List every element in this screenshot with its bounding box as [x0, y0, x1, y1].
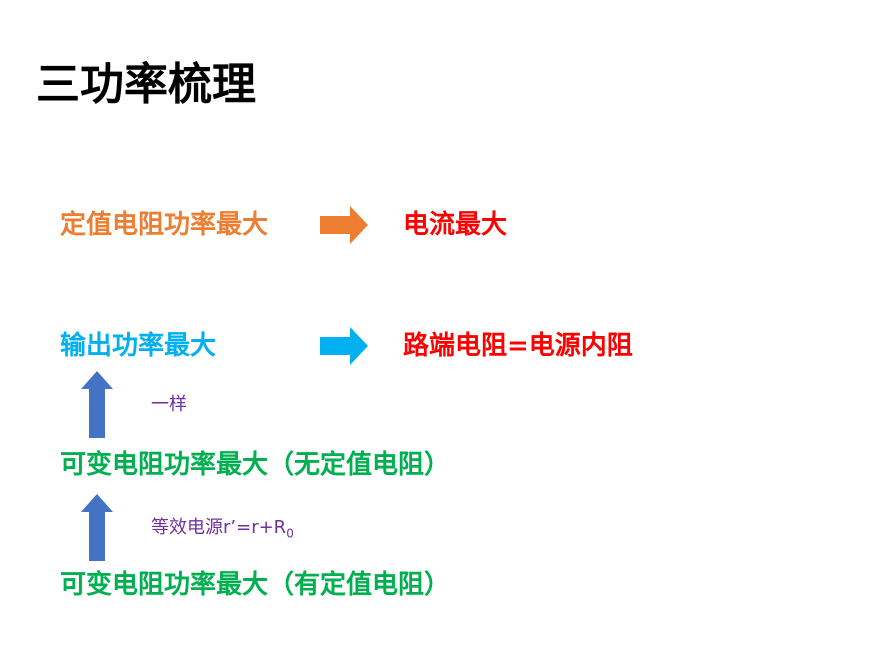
output-power-text: 输出功率最大 [60, 331, 217, 361]
fixed-resistor-power-text: 定值电阻功率最大 [60, 210, 269, 240]
up-arrow-icon [81, 494, 113, 561]
condition-text: 路端电阻=电源内阻 [403, 331, 633, 361]
right-arrow-icon [320, 327, 368, 365]
same-note: 一样 [151, 394, 187, 415]
variable-no-fixed-text: 可变电阻功率最大（无定值电阻） [60, 450, 451, 480]
subscript: 0 [286, 526, 294, 541]
variable-with-fixed-text: 可变电阻功率最大（有定值电阻） [60, 570, 451, 600]
equivalent-text: 等效电源r’=r+R [151, 517, 287, 538]
right-arrow-icon [320, 206, 368, 244]
up-arrow-icon [81, 371, 113, 438]
slide-title: 三功率梳理 [36, 59, 256, 110]
equivalent-source-note: 等效电源r’=r+R0 [151, 516, 294, 546]
current-max-text: 电流最大 [403, 210, 508, 240]
